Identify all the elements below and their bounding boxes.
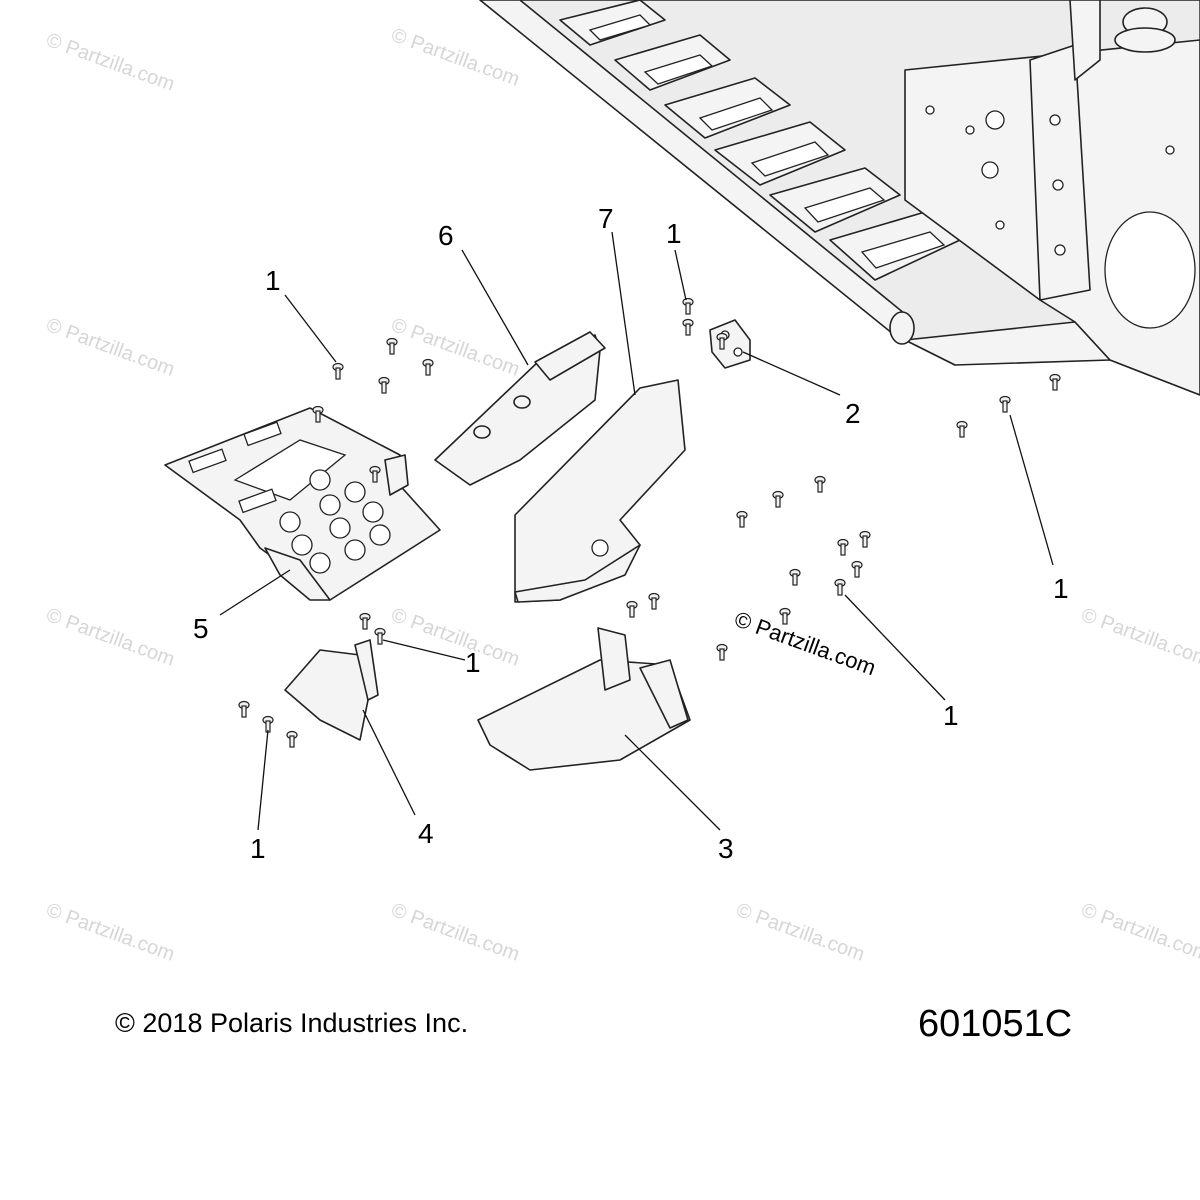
leader-line bbox=[284, 294, 337, 363]
part-3-bracket bbox=[477, 627, 691, 771]
chassis-frame bbox=[479, 0, 1200, 396]
watermark: © Partzilla.com bbox=[43, 29, 177, 96]
bolt bbox=[716, 332, 728, 350]
copyright-text: © 2018 Polaris Industries Inc. bbox=[115, 1008, 469, 1038]
bolt bbox=[626, 600, 638, 618]
bolt bbox=[374, 627, 386, 645]
bolt bbox=[682, 297, 694, 315]
watermark: © Partzilla.com bbox=[1078, 899, 1200, 966]
watermark: © Partzilla.com bbox=[388, 604, 522, 671]
callout-2: 2 bbox=[845, 398, 861, 429]
leader-line bbox=[1009, 414, 1054, 566]
bolt bbox=[999, 395, 1011, 413]
bolt bbox=[369, 465, 381, 483]
part-2-bracket bbox=[709, 319, 751, 369]
callout-1: 1 bbox=[465, 647, 481, 678]
bolt bbox=[238, 700, 250, 718]
bolt bbox=[648, 592, 660, 610]
bolt bbox=[378, 376, 390, 394]
bolt bbox=[834, 578, 846, 596]
watermark: © Partzilla.com bbox=[1078, 604, 1200, 671]
watermark: © Partzilla.com bbox=[388, 899, 522, 966]
bolt bbox=[814, 475, 826, 493]
watermark-center: © Partzilla.com bbox=[731, 606, 879, 680]
leader-line bbox=[461, 249, 529, 366]
leader-line bbox=[382, 639, 466, 661]
leader-line bbox=[742, 351, 841, 396]
bolt bbox=[332, 362, 344, 380]
bolt bbox=[851, 560, 863, 578]
callout-3: 3 bbox=[718, 833, 734, 864]
watermark: © Partzilla.com bbox=[43, 314, 177, 381]
part-6-bracket bbox=[434, 331, 606, 486]
track-lugs bbox=[559, 0, 961, 281]
watermark: © Partzilla.com bbox=[733, 899, 867, 966]
diagram-code: 601051C bbox=[918, 1003, 1073, 1045]
callout-5: 5 bbox=[193, 613, 209, 644]
callout-1: 1 bbox=[666, 218, 682, 249]
leader-line bbox=[257, 729, 269, 831]
bolt bbox=[736, 510, 748, 528]
callout-7: 7 bbox=[598, 203, 614, 234]
leader-line bbox=[624, 734, 721, 831]
bolt bbox=[422, 358, 434, 376]
bolt bbox=[779, 607, 791, 625]
part-4-bracket bbox=[284, 639, 379, 741]
callout-1: 1 bbox=[250, 833, 266, 864]
bolt bbox=[789, 568, 801, 586]
callout-4: 4 bbox=[418, 818, 434, 849]
watermark: © Partzilla.com bbox=[388, 314, 522, 381]
leader-line bbox=[219, 569, 291, 616]
bolt bbox=[682, 318, 694, 336]
callout-1: 1 bbox=[1053, 573, 1069, 604]
part-7-bracket bbox=[514, 379, 686, 603]
leader-line bbox=[611, 231, 636, 396]
leader-line bbox=[844, 594, 946, 701]
callouts: 1 6 7 1 2 1 1 5 1 1 4 3 bbox=[193, 203, 1069, 864]
bolt bbox=[716, 643, 728, 661]
callout-1: 1 bbox=[265, 265, 281, 296]
watermark: © Partzilla.com bbox=[388, 24, 522, 91]
bolt bbox=[359, 612, 371, 630]
watermark: © Partzilla.com bbox=[43, 899, 177, 966]
bolt bbox=[262, 715, 274, 733]
part-5-plate bbox=[164, 407, 441, 601]
leader-lines bbox=[219, 231, 1054, 831]
bolt bbox=[1049, 373, 1061, 391]
bolts bbox=[238, 297, 1061, 748]
bolt bbox=[386, 337, 398, 355]
bolt bbox=[956, 420, 968, 438]
bolt bbox=[772, 490, 784, 508]
bolt bbox=[312, 405, 324, 423]
callout-6: 6 bbox=[438, 220, 454, 251]
callout-1: 1 bbox=[943, 700, 959, 731]
watermark: © Partzilla.com bbox=[43, 604, 177, 671]
bolt bbox=[859, 530, 871, 548]
bolt bbox=[286, 730, 298, 748]
leader-line bbox=[362, 709, 416, 816]
bolt bbox=[837, 538, 849, 556]
leader-line bbox=[674, 249, 687, 301]
